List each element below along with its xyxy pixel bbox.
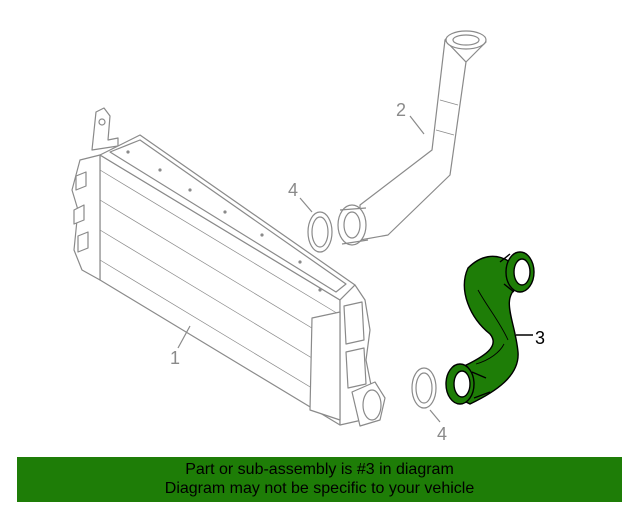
seal-ring-lower-part[interactable] (411, 367, 437, 409)
parts-diagram: 1 2 4 3 4 (71, 30, 545, 444)
banner-line-part: Part or sub-assembly is #3 in diagram (185, 461, 454, 478)
callout-3: 3 (535, 328, 545, 348)
intercooler-part[interactable] (71, 107, 386, 427)
callout-1: 1 (170, 348, 180, 368)
outlet-hose-part[interactable] (445, 251, 535, 405)
callout-4-upper: 4 (288, 180, 298, 200)
diagram-notice-banner: Part or sub-assembly is #3 in diagram Di… (17, 457, 622, 502)
seal-ring-upper-part[interactable] (307, 211, 333, 253)
inlet-pipe-part[interactable] (337, 30, 487, 246)
banner-line-disclaimer: Diagram may not be specific to your vehi… (164, 480, 475, 497)
callout-4-lower: 4 (437, 424, 447, 444)
callout-2: 2 (396, 100, 406, 120)
